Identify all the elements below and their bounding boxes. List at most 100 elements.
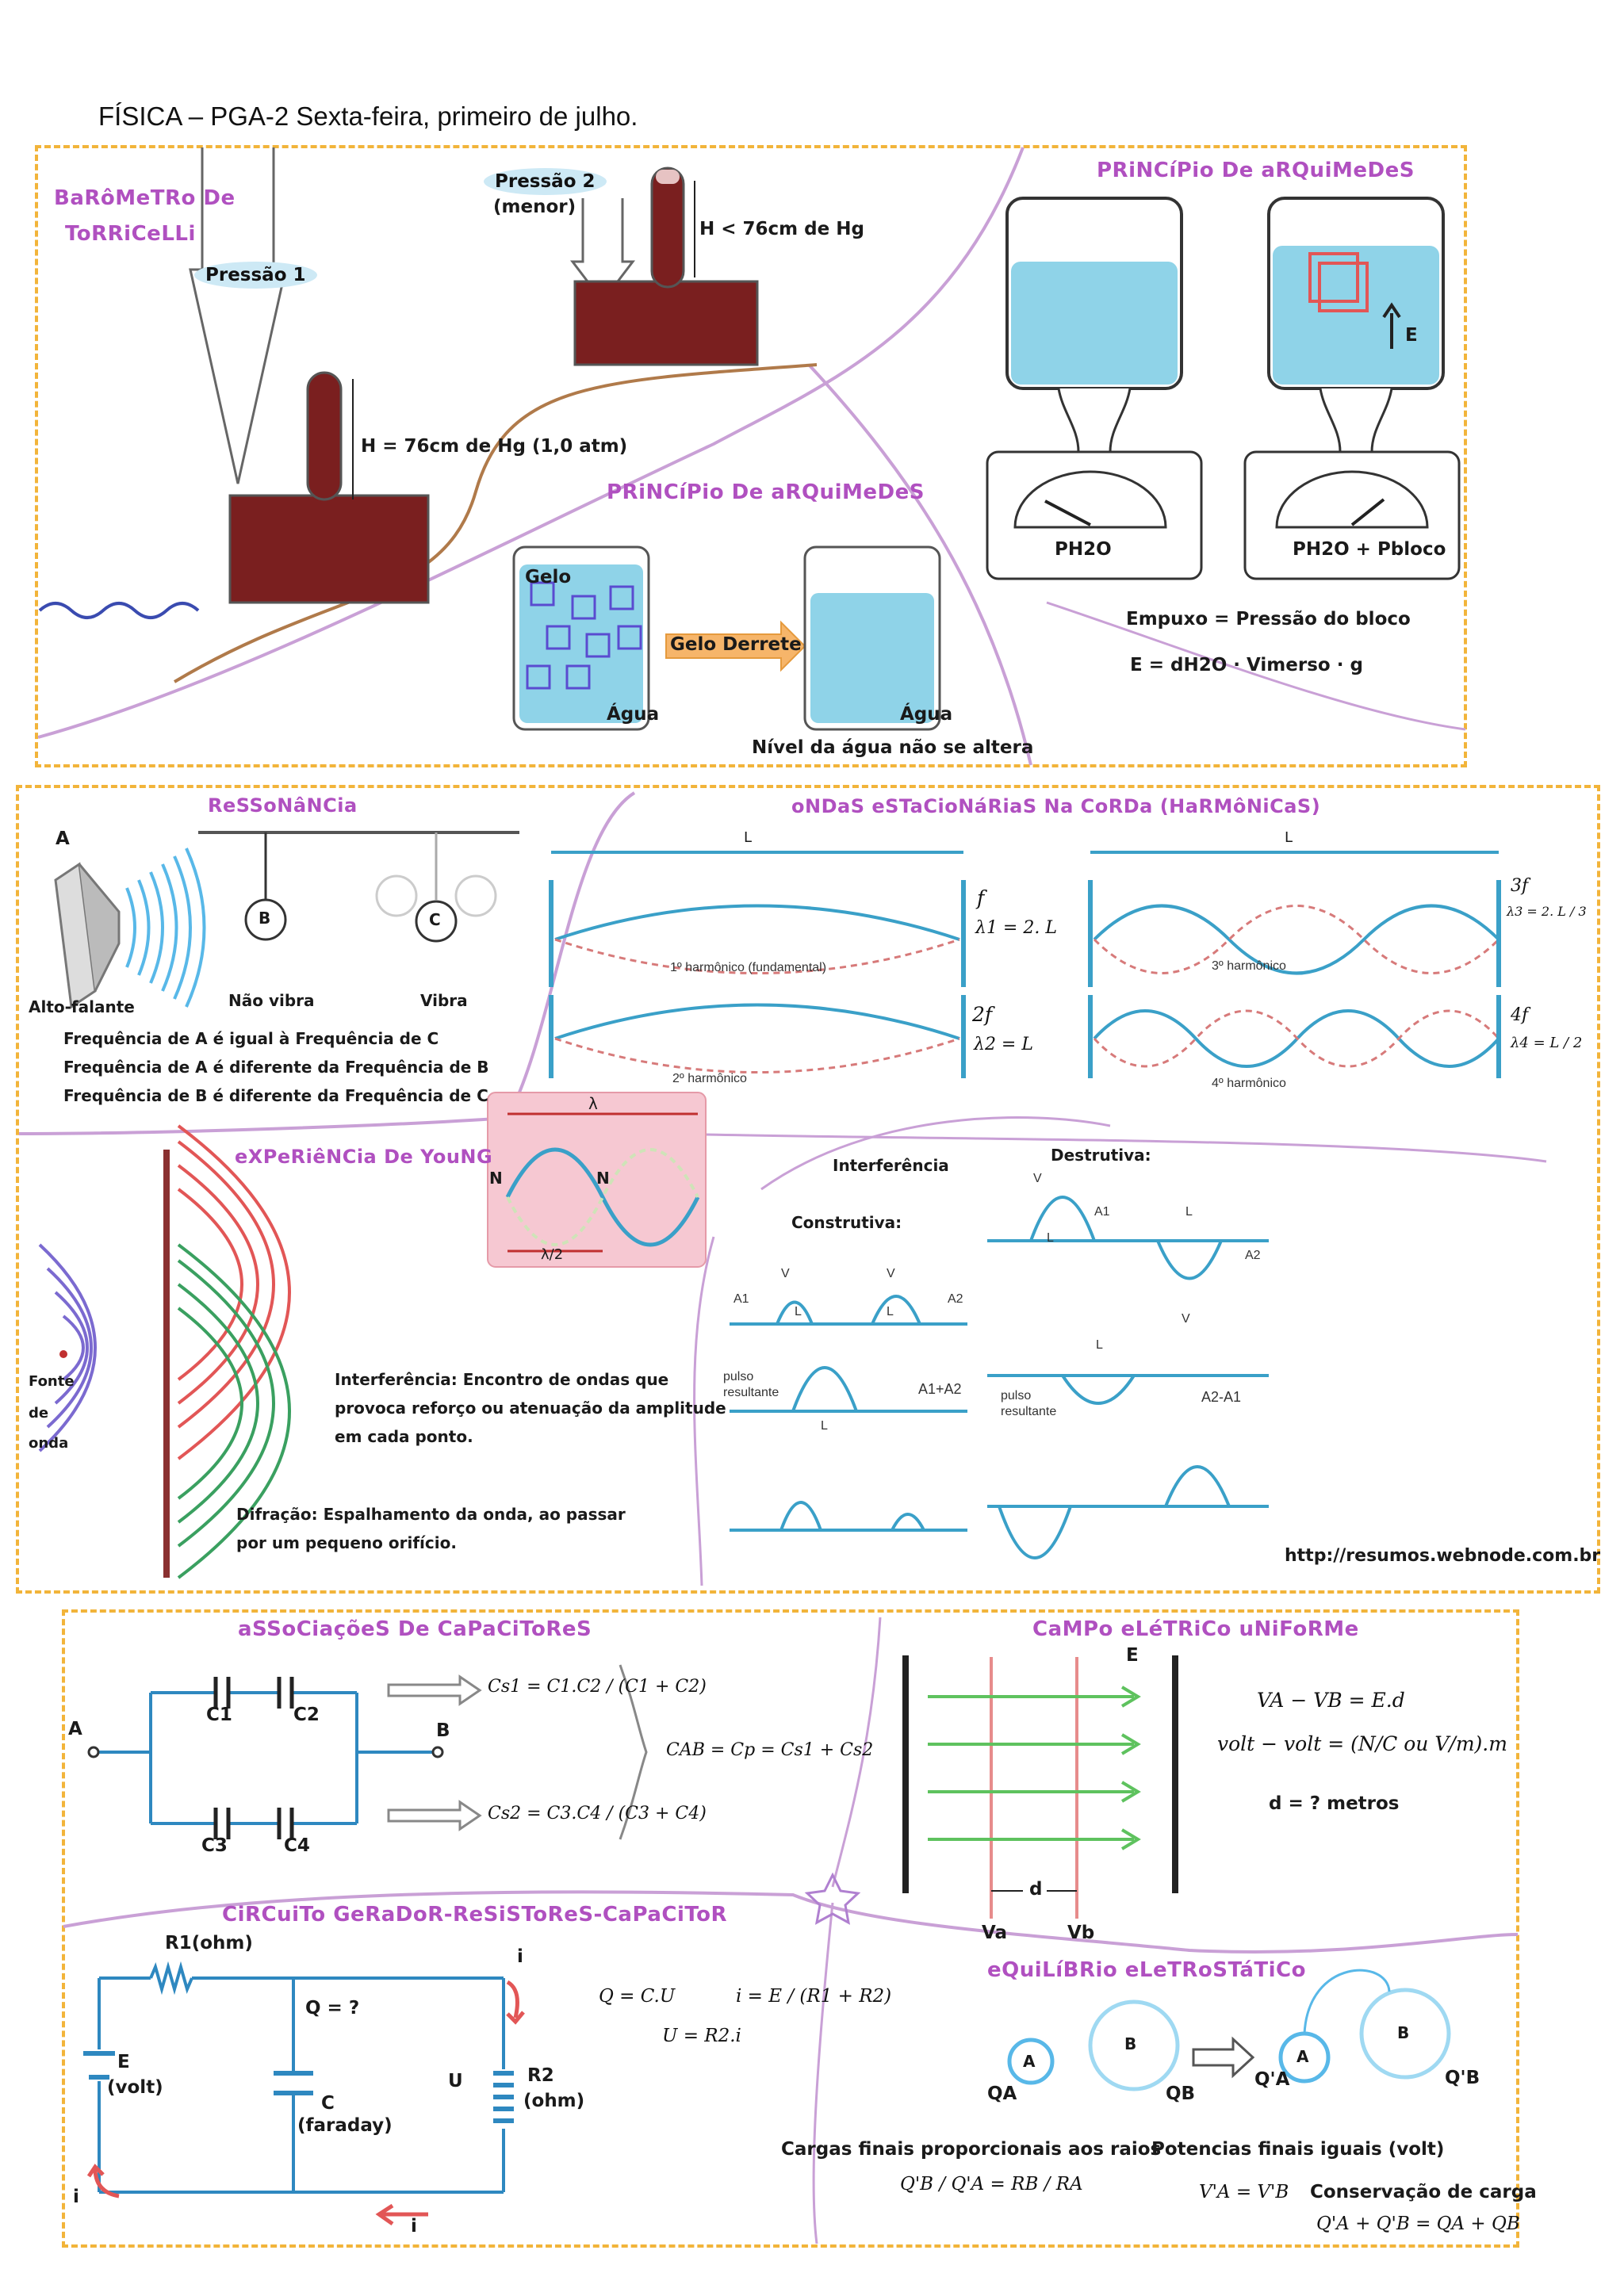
circuit-r2-unit: (ohm)	[523, 2091, 585, 2111]
water-left-label: Água	[607, 704, 660, 725]
circuit-c: C	[321, 2093, 335, 2114]
field-vb: Vb	[1067, 1923, 1095, 1943]
sphere-b-after: B	[1397, 2023, 1410, 2042]
h-normal-label: H = 76cm de Hg (1,0 atm)	[361, 436, 628, 457]
amp-a2-constr: A2	[948, 1292, 963, 1306]
eq-i: i = E / (R1 + R2)	[736, 1986, 892, 2007]
amp-a1-constr: A1	[733, 1292, 749, 1306]
field-eq1: VA − VB = E.d	[1257, 1689, 1405, 1712]
v-destr-top: V	[1033, 1172, 1042, 1185]
pendulum-b: B	[259, 909, 271, 928]
current-i-bottom: i	[411, 2216, 417, 2237]
circuit-e-unit: (volt)	[107, 2077, 163, 2098]
conservation-eq: Q'A + Q'B = QA + QB	[1316, 2214, 1520, 2234]
melt-arrow-label: Gelo Derrete	[670, 634, 802, 655]
buoyancy-formula: E = dH2O · Vimerso · g	[1130, 655, 1363, 675]
node-right: N	[596, 1169, 610, 1188]
eq-q: Q = C.U	[599, 1986, 676, 2007]
circuit-e: E	[117, 2052, 130, 2072]
lambda3: λ3 = 2. L / 3	[1507, 904, 1587, 919]
potential-eq: V'A = V'B	[1199, 2182, 1289, 2202]
sphere-b-before: B	[1124, 2034, 1137, 2053]
node-b: B	[436, 1720, 450, 1741]
charge-qb-final: Q'B	[1445, 2068, 1480, 2088]
pulse-left-1: pulso	[723, 1370, 754, 1383]
field-va: Va	[982, 1923, 1008, 1943]
lambda1: λ1 = 2. L	[975, 918, 1057, 938]
diffraction-def-1: Difração: Espalhamento da onda, ao passa…	[236, 1505, 626, 1524]
diffraction-def-2: por um pequeno orifício.	[236, 1533, 457, 1552]
harmonic3-label: 3º harmônico	[1212, 959, 1286, 973]
pressure1-bubble: Pressão 1	[194, 262, 317, 289]
water-level-caption: Nível da água não se altera	[752, 737, 1034, 758]
interference-def-3: em cada ponto.	[335, 1427, 473, 1446]
final-potentials-text: Potencias finais iguais (volt)	[1151, 2139, 1445, 2160]
pendulum-c: C	[429, 910, 441, 929]
source-line1: Fonte	[29, 1373, 75, 1390]
freq4: 4f	[1511, 1005, 1529, 1025]
node-a: A	[68, 1719, 82, 1739]
standing-waves-title: oNDaS eSTaCioNáRiaS Na CoRDa (HaRMôNiCaS…	[791, 795, 1321, 817]
l-destr-result: L	[1096, 1338, 1103, 1352]
lambda2: λ2 = L	[974, 1035, 1033, 1054]
circuit-u: U	[448, 2071, 463, 2091]
amp-sum: A1+A2	[918, 1381, 962, 1397]
l-destr-right: L	[1185, 1205, 1193, 1219]
cs2-formula: Cs2 = C3.C4 / (C3 + C4)	[488, 1804, 707, 1823]
final-charges-text: Cargas finais proporcionais aos raios	[781, 2139, 1162, 2160]
resonance-line3: Frequência de B é diferente da Frequênci…	[63, 1086, 488, 1105]
vibrate-label: Vibra	[420, 991, 468, 1010]
resonance-title: ReSSoNâNCia	[208, 794, 358, 817]
v-destr-bottom: V	[1182, 1312, 1190, 1326]
circuit-q: Q = ?	[305, 1998, 360, 2019]
constructive-label: Construtiva:	[791, 1213, 902, 1232]
buoyancy-text: Empuxo = Pressão do bloco	[1126, 609, 1411, 629]
speaker-label: Alto-falante	[29, 997, 135, 1016]
cs1-formula: Cs1 = C1.C2 / (C1 + C2)	[488, 1677, 707, 1697]
node-left: N	[489, 1169, 503, 1188]
barometer-title-1: BaRôMeTRo De	[54, 186, 236, 210]
source-line2: de	[29, 1405, 49, 1422]
harmonic4-label: 4º harmônico	[1212, 1077, 1286, 1090]
length-left: L	[744, 829, 753, 846]
freq2: 2f	[972, 1003, 993, 1026]
pulse-left-2: resultante	[723, 1386, 779, 1399]
circuit-r2: R2	[527, 2065, 554, 2086]
cap-c2: C2	[293, 1705, 320, 1725]
archimedes-scale-title: PRiNCíPio De aRQuiMeDeS	[1097, 159, 1415, 182]
interference-def-2: provoca reforço ou atenuação da amplitud…	[335, 1399, 726, 1418]
harmonic2-label: 2º harmônico	[672, 1072, 747, 1085]
resonance-line2: Frequência de A é diferente da Frequênci…	[63, 1058, 489, 1077]
lambda-label: λ	[588, 1094, 598, 1113]
circuit-title: CiRCuiTo GeRaDoR-ReSiSToReS-CaPaCiToR	[222, 1903, 728, 1927]
h-less-label: H < 76cm de Hg	[699, 219, 864, 239]
harmonic1-label: 1º harmônico (fundamental)	[670, 961, 827, 974]
capacitors-title: aSSoCiaçõeS De CaPaCiToReS	[238, 1617, 592, 1641]
pressure2-sub: (menor)	[493, 197, 576, 217]
electricity-panel	[62, 1609, 1519, 2248]
archimedes-ice-title: PRiNCíPio De aRQuiMeDeS	[607, 480, 925, 504]
field-e: E	[1126, 1645, 1139, 1666]
scale-right-reading: PH2O + Pbloco	[1293, 539, 1446, 560]
freq3: 3f	[1511, 876, 1529, 896]
amp-a2-destr: A2	[1245, 1249, 1261, 1262]
buoyancy-e: E	[1405, 325, 1418, 346]
destructive-label: Destrutiva:	[1051, 1146, 1151, 1165]
equilibrium-title: eQuiLíBRio eLeTRoSTáTiCo	[987, 1958, 1306, 1982]
v-constr-right: V	[887, 1267, 895, 1280]
ice-label: Gelo	[525, 567, 572, 587]
hydrostatics-panel	[35, 145, 1467, 767]
v-constr-left: V	[781, 1267, 790, 1280]
amp-a1-destr: A1	[1094, 1205, 1110, 1219]
freq1: f	[977, 886, 985, 909]
pulse-right-1: pulso	[1001, 1389, 1032, 1402]
cap-c4: C4	[284, 1835, 310, 1856]
l-result: L	[821, 1419, 828, 1433]
charge-ratio: Q'B / Q'A = RB / RA	[900, 2174, 1083, 2195]
conservation-text: Conservação de carga	[1310, 2182, 1537, 2202]
l-constr-right: L	[887, 1305, 894, 1318]
source-url: http://resumos.webnode.com.br	[1285, 1546, 1601, 1566]
cap-c3: C3	[201, 1835, 228, 1856]
field-title: CaMPo eLéTRiCo uNiFoRMe	[1032, 1617, 1359, 1641]
